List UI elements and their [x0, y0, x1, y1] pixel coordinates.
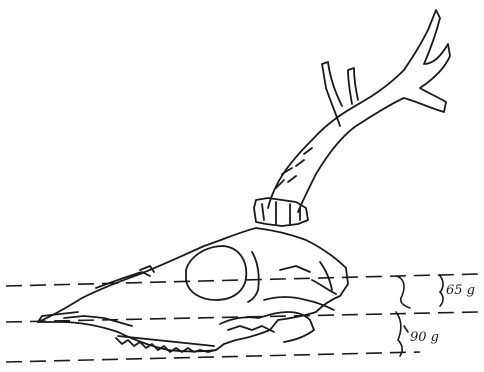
lower-bracket: [396, 312, 402, 356]
upper-section-label: 65 g: [446, 283, 475, 298]
antler-drawing: [254, 10, 450, 226]
upper-bracket: [440, 276, 443, 306]
upper-dashed-line: [6, 274, 478, 286]
eye-orbit: [186, 246, 246, 300]
lower-section-label: 90 g: [410, 330, 439, 345]
lower-dashed-line: [6, 352, 420, 362]
skull-drawing: [38, 228, 348, 352]
